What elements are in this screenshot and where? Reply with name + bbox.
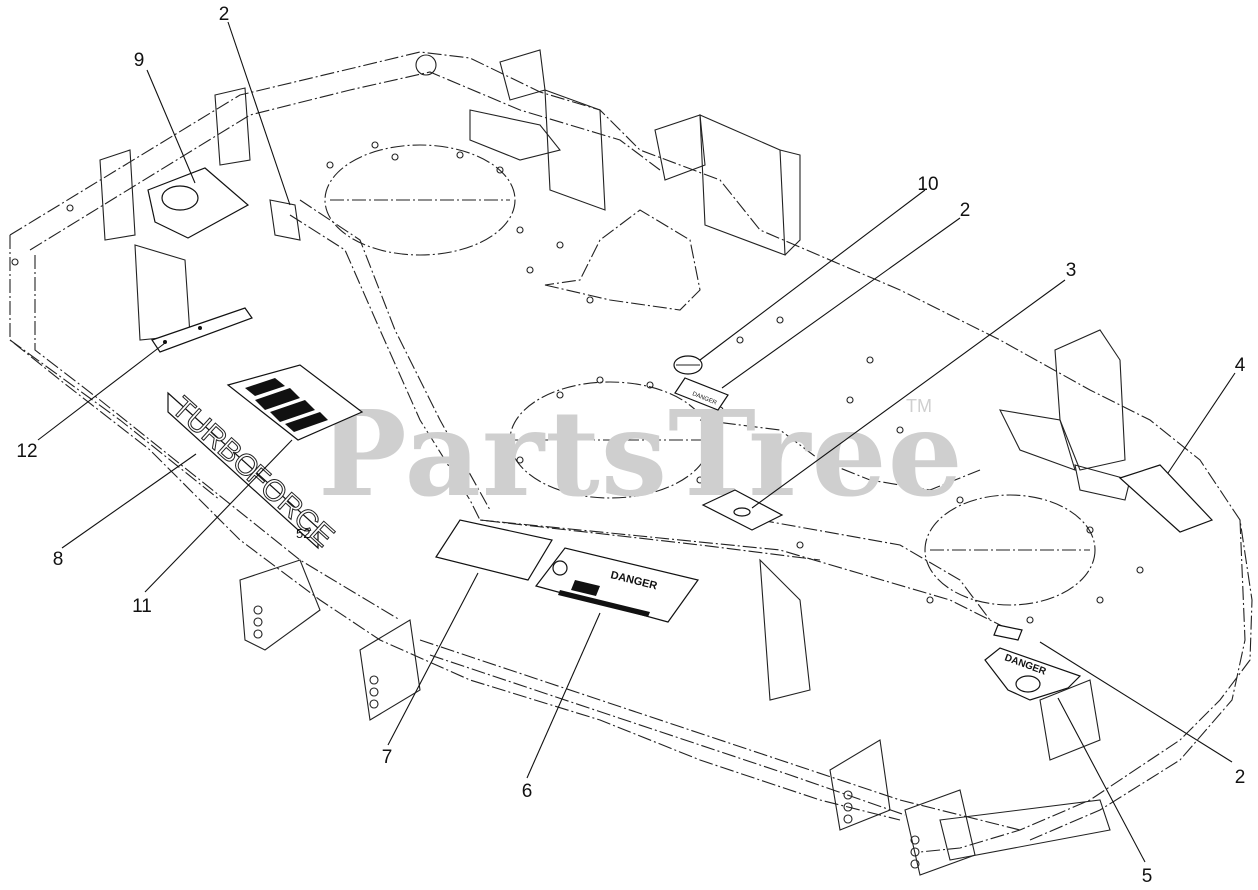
decal-5-danger-shield: DANGER (984, 647, 1082, 701)
bolt-holes (11, 141, 1144, 624)
callout-6: 6 (522, 781, 533, 802)
callout-9: 9 (134, 50, 145, 71)
callout-8: 8 (53, 549, 64, 570)
callout-10: 10 (917, 174, 938, 195)
decal-4-rectangle (1118, 464, 1214, 533)
decal-7-blank (435, 519, 553, 581)
callout-2-top: 2 (219, 4, 230, 25)
decal-9-warning-triangle (147, 167, 250, 239)
callout-12: 12 (16, 441, 37, 462)
deck-size-text: 52 (296, 526, 310, 541)
callout-3: 3 (1066, 260, 1077, 281)
callout-2-right: 2 (1235, 767, 1246, 788)
hitch-holes (253, 605, 920, 869)
decal-10-round (673, 355, 703, 375)
callout-2-mid: 2 (960, 200, 971, 221)
decal-2-danger-strip: DANGER (674, 377, 729, 411)
callouts: 2 9 10 2 3 4 12 8 11 7 6 2 5 (16, 4, 1245, 887)
callout-7: 7 (382, 747, 393, 768)
watermark-text: PartsTree (318, 384, 964, 523)
decal-12-strip (151, 307, 253, 353)
callout-5: 5 (1142, 866, 1153, 887)
deck-outline (9, 49, 1253, 876)
leader-lines (37, 21, 1236, 863)
decal-2-small-strip (993, 624, 1023, 641)
watermark-tm: TM (906, 396, 932, 416)
watermark: PartsTree TM (318, 384, 964, 523)
callout-11: 11 (132, 596, 152, 617)
decal-11-instruction-label (226, 364, 364, 441)
decal-3-rectangle (701, 489, 784, 531)
callout-4: 4 (1235, 355, 1246, 376)
decal-6-danger-label: DANGER (534, 547, 700, 623)
